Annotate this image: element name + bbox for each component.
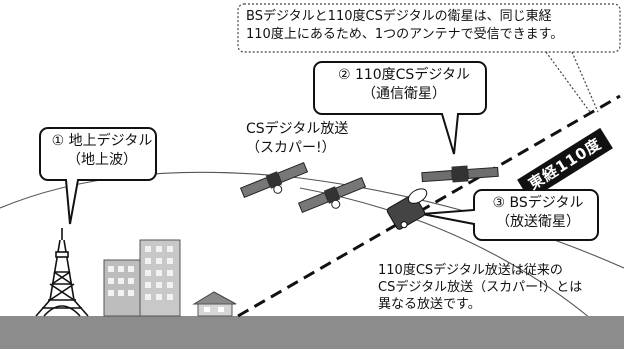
bubble-bs — [421, 189, 599, 241]
bubble-terrestrial — [39, 127, 157, 225]
earth-curve — [299, 187, 591, 319]
note-line-1: BSデジタルと110度CSデジタルの衛星は、同じ東経 — [246, 9, 552, 24]
cs110-label-line-2: （通信衛星） — [362, 86, 446, 102]
note-pointer — [545, 51, 599, 113]
building-icon — [103, 239, 181, 317]
cs110-label: ② 110度CSデジタル （通信衛星） — [330, 66, 478, 104]
tokyo-tower-icon — [35, 228, 89, 317]
east-110-band — [517, 127, 613, 201]
bs-satellite-icon — [386, 188, 428, 230]
note-box — [237, 3, 621, 53]
bs-label: ③ BSデジタル （放送衛星） — [482, 194, 594, 232]
cs110-label-line-1: ② 110度CSデジタル — [337, 67, 471, 83]
cs-satellite-icon — [297, 176, 367, 214]
ground — [0, 316, 624, 349]
terrestrial-label-line-1: ① 地上デジタル — [51, 133, 153, 149]
bs-label-line-2: （放送衛星） — [496, 214, 580, 230]
explanation-text: 110度CSデジタル放送は従来の CSデジタル放送（スカパー!）とは 異なる放送… — [378, 262, 582, 313]
terrestrial-label-line-2: （地上波） — [67, 152, 137, 168]
explanation-line-1: 110度CSデジタル放送は従来の — [378, 263, 563, 278]
bs-label-line-1: ③ BSデジタル — [492, 195, 584, 211]
explanation-line-2: CSデジタル放送（スカパー!）とは — [378, 280, 583, 295]
cs-broadcast-label: CSデジタル放送 （スカパー!） — [246, 120, 348, 158]
note-text: BSデジタルと110度CSデジタルの衛星は、同じ東経 110度上にあるため、1つ… — [246, 8, 563, 44]
cs-broadcast-line-1: CSデジタル放送 — [246, 121, 349, 137]
cs-broadcast-line-2: （スカパー!） — [246, 140, 336, 156]
cs110-satellite-icon — [421, 165, 499, 183]
bubble-cs110 — [313, 61, 487, 155]
house-icon — [192, 291, 237, 317]
terrestrial-label: ① 地上デジタル （地上波） — [48, 132, 156, 170]
east-110-line — [237, 94, 621, 318]
explanation-line-3: 異なる放送です。 — [378, 297, 481, 312]
cs-satellite-icon — [239, 161, 309, 199]
note-line-2: 110度上にあるため、1つのアンテナで受信できます。 — [246, 27, 564, 42]
